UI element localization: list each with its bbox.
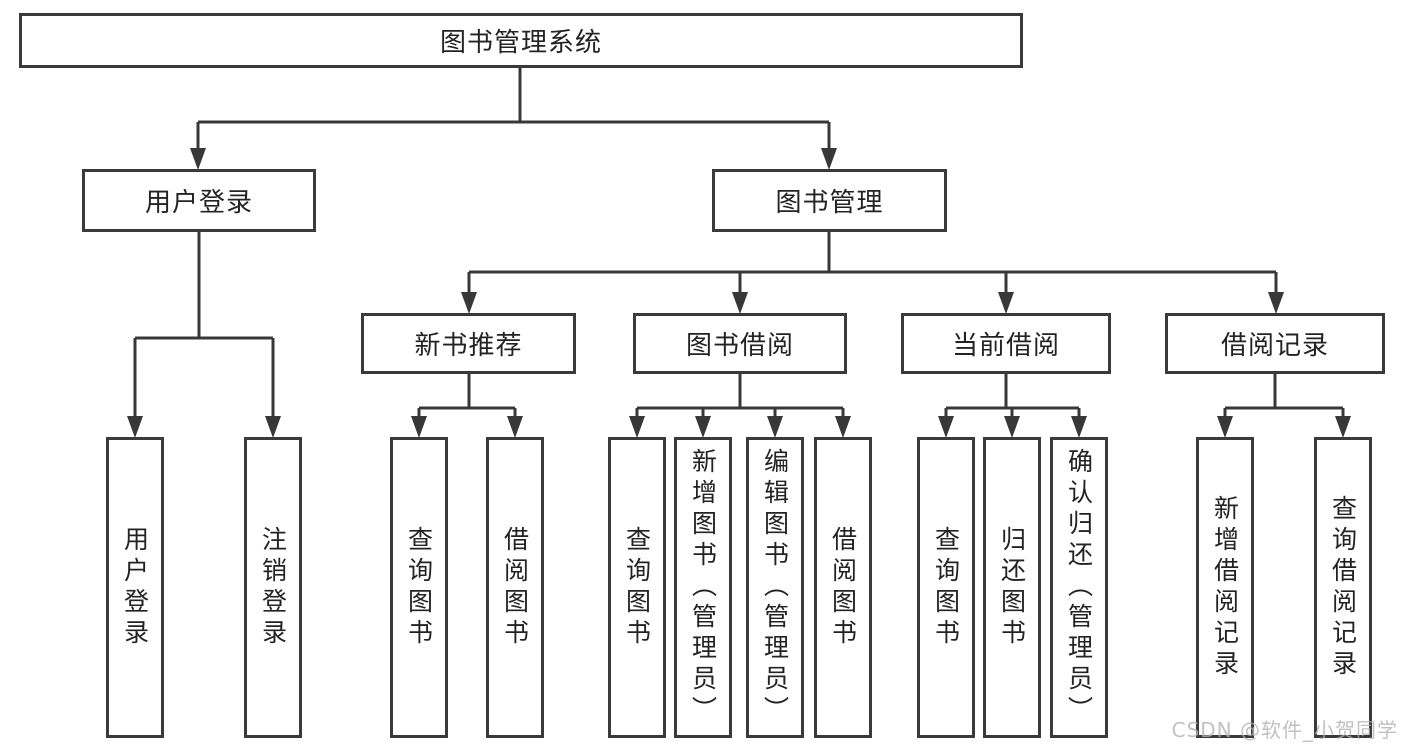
node-label: 查询图书	[931, 525, 961, 650]
node-book-management: 图书管理	[712, 169, 947, 232]
leaf-add-books-admin: 新增图书（管理员）	[674, 437, 732, 738]
node-borrow-records: 借阅记录	[1165, 313, 1385, 374]
leaf-borrow-books-recommend: 借阅图书	[486, 437, 544, 738]
node-label: 新书推荐	[414, 331, 523, 361]
leaf-query-books-recommend: 查询图书	[390, 437, 448, 738]
node-label: 用户登录	[120, 525, 150, 650]
node-label: 图书管理系统	[439, 28, 602, 58]
leaf-logout-login: 注销登录	[244, 437, 302, 738]
node-user-login: 用户登录	[82, 169, 316, 232]
node-label: 图书借阅	[685, 331, 794, 361]
leaf-borrow-books-borrowing: 借阅图书	[814, 437, 872, 738]
node-label: 查询图书	[622, 525, 652, 650]
leaf-query-books-borrowing: 查询图书	[608, 437, 666, 738]
node-label: 注销登录	[258, 525, 288, 650]
leaf-query-borrow-record: 查询借阅记录	[1314, 437, 1372, 738]
node-label: 查询借阅记录	[1328, 494, 1358, 681]
node-current-borrowing: 当前借阅	[901, 313, 1111, 374]
node-label: 确认归还（管理员）	[1064, 448, 1094, 727]
node-book-borrowing: 图书借阅	[633, 313, 847, 374]
node-label: 新增借阅记录	[1210, 494, 1240, 681]
leaf-query-books-current: 查询图书	[917, 437, 975, 738]
node-label: 图书管理	[775, 188, 884, 218]
node-label: 借阅图书	[828, 525, 858, 650]
leaf-edit-books-admin: 编辑图书（管理员）	[746, 437, 804, 738]
node-label: 新增图书（管理员）	[688, 448, 718, 727]
connector-lines	[133, 68, 1345, 418]
arrow-down-icon	[127, 148, 1351, 438]
node-label: 查询图书	[404, 525, 434, 650]
node-label: 借阅图书	[500, 525, 530, 650]
leaf-add-borrow-record: 新增借阅记录	[1196, 437, 1254, 738]
node-label: 用户登录	[144, 188, 253, 218]
node-new-book-recommend: 新书推荐	[361, 313, 576, 374]
node-label: 借阅记录	[1220, 331, 1329, 361]
csdn-watermark: CSDN @软件_小贺同学	[1171, 718, 1398, 742]
leaf-confirm-return-admin: 确认归还（管理员）	[1050, 437, 1108, 738]
node-label: 编辑图书（管理员）	[760, 448, 790, 727]
node-system-root: 图书管理系统	[19, 13, 1023, 68]
leaf-return-books: 归还图书	[983, 437, 1041, 738]
leaf-user-login: 用户登录	[106, 437, 164, 738]
node-label: 当前借阅	[951, 331, 1060, 361]
node-label: 归还图书	[997, 525, 1027, 650]
